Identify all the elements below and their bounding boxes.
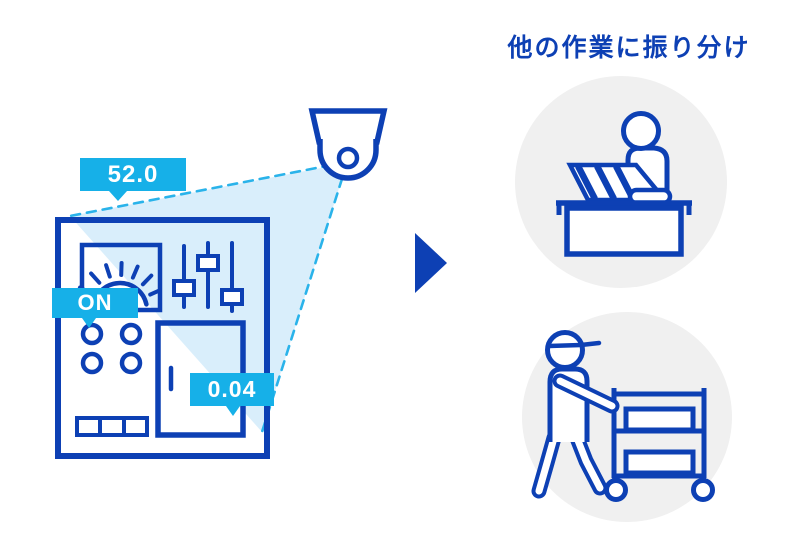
cart-box-top	[623, 406, 696, 433]
cart-wheel	[691, 478, 715, 502]
reading-value: ON	[77, 290, 113, 315]
panel-knobs	[80, 322, 143, 375]
worker-head	[545, 330, 585, 370]
panel-vent	[75, 416, 149, 437]
reading-value: 52.0	[107, 160, 159, 188]
view-cone-edge-lower	[260, 161, 349, 434]
camera-lens	[336, 146, 360, 170]
worker-cap	[546, 340, 602, 349]
panel-sliders	[172, 241, 244, 313]
panel-cabinet	[55, 217, 270, 459]
reading-badge-meter: 52.0	[80, 158, 186, 201]
cart-worker	[531, 330, 620, 499]
slider-handle	[220, 288, 244, 306]
desk-front	[564, 205, 684, 257]
office-worker-at-desk-icon	[515, 76, 727, 288]
heading-text: 他の作業に振り分け	[507, 34, 751, 62]
slider-handle	[172, 279, 196, 297]
dome-camera-icon	[308, 108, 388, 181]
reading-value: 0.04	[207, 376, 257, 402]
reading-badge-status: ON	[52, 288, 138, 328]
worker-pushing-cart-icon	[522, 312, 732, 522]
right-arrow-icon	[415, 233, 447, 293]
worker-head	[621, 111, 661, 151]
camera-mount	[308, 108, 388, 145]
reading-badge-gauge: 0.04	[190, 373, 274, 416]
view-cone-edge-upper	[68, 160, 349, 218]
cart-box-bottom	[623, 449, 696, 476]
slider-handle	[196, 254, 220, 272]
cart-wheel	[604, 478, 628, 502]
